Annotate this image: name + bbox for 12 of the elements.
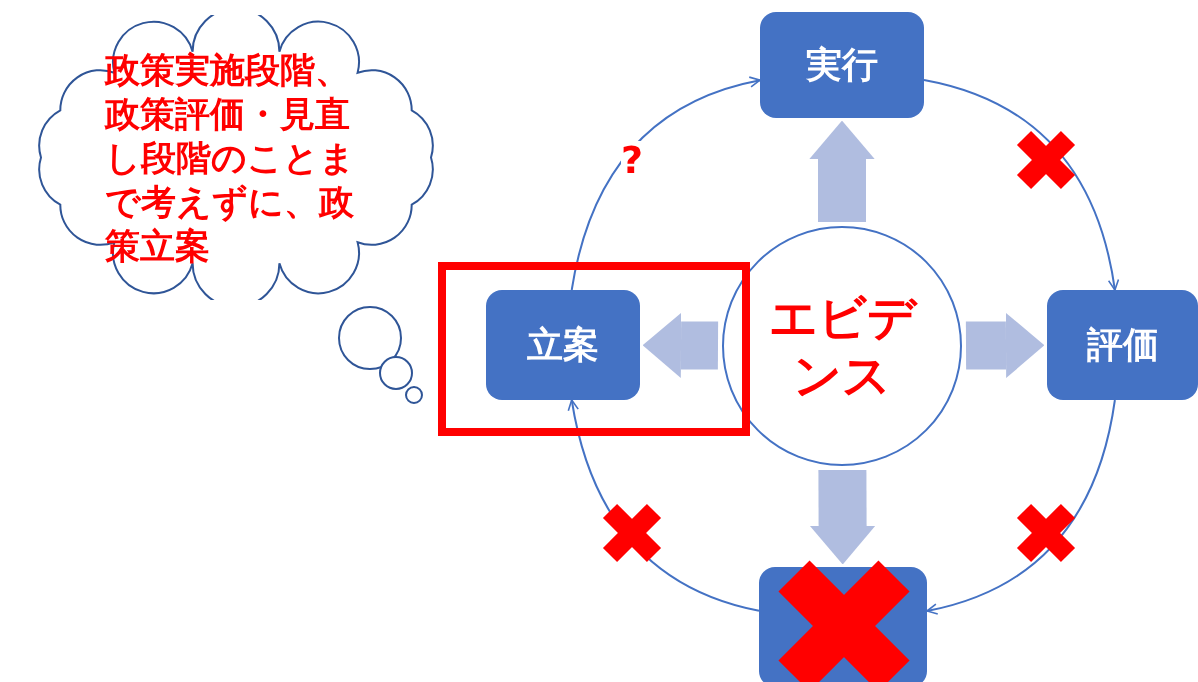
arrow <box>923 78 1119 291</box>
block-arrow <box>642 312 719 379</box>
circle-text: エビデンス <box>767 288 917 404</box>
arrow <box>570 76 761 291</box>
block-arrow <box>809 120 875 222</box>
process-box: 評価 <box>1047 290 1198 400</box>
cloud-text: 政策実施段階、政策評価・見直し段階のことまで考えずに、政策立案 <box>105 48 356 268</box>
block-arrow <box>809 469 876 565</box>
process-box: 立案 <box>486 290 640 400</box>
process-box: 実行 <box>760 12 924 118</box>
block-arrow <box>965 312 1045 379</box>
arrow <box>926 399 1116 615</box>
